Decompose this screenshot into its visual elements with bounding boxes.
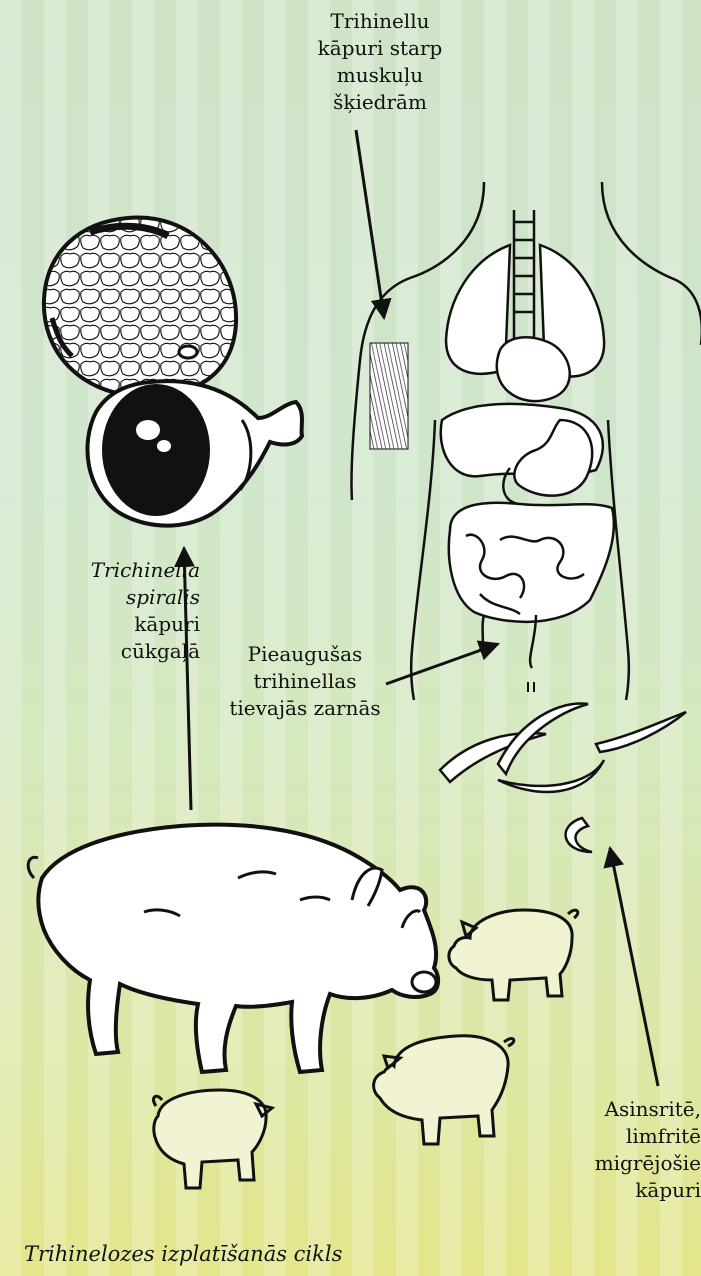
muscle-fiber-patch [370,343,408,449]
diagram-caption: Trihinelozes izplatīšanās cikls [24,1241,342,1268]
piglet-bottom-left [154,1090,272,1188]
piglet-top-right [449,910,578,1000]
label-species-name: spiralis [40,584,200,611]
label-line: kāpuri [560,1177,701,1204]
arrow-migrating-larvae [610,848,658,1086]
label-line: Pieaugušas [225,641,385,668]
label-line: cūkgaļā [40,638,200,665]
muscle-section-illustration [44,218,236,397]
adult-worms-illustration [440,704,686,853]
label-line: Asinsritē, [560,1096,701,1123]
label-adult-worms: Pieaugušas trihinellas tievajās zarnās [225,641,385,722]
arrow-to-adult-worms [386,644,498,684]
piglet-bottom-right [374,1036,514,1144]
label-species-genus: Trichinella [40,557,200,584]
label-line: tievajās zarnās [225,695,385,722]
label-line: kāpuri starp [300,35,460,62]
label-line: muskuļu [300,62,460,89]
label-line: migrējošie [560,1150,701,1177]
label-line: limfritē [560,1123,701,1150]
label-line: kāpuri [40,611,200,638]
arrow-to-muscle-larvae [356,130,384,318]
adult-pig-illustration [28,825,438,1072]
label-migrating-larvae: Asinsritē, limfritē migrējošie kāpuri [560,1096,701,1204]
ham-illustration [87,381,302,526]
label-pork-larvae: Trichinella spiralis kāpuri cūkgaļā [40,557,200,665]
label-line: šķiedrām [300,89,460,116]
label-muscle-larvae: Trihinellu kāpuri starp muskuļu šķiedrām [300,8,460,116]
label-line: Trihinellu [300,8,460,35]
label-line: trihinellas [225,668,385,695]
